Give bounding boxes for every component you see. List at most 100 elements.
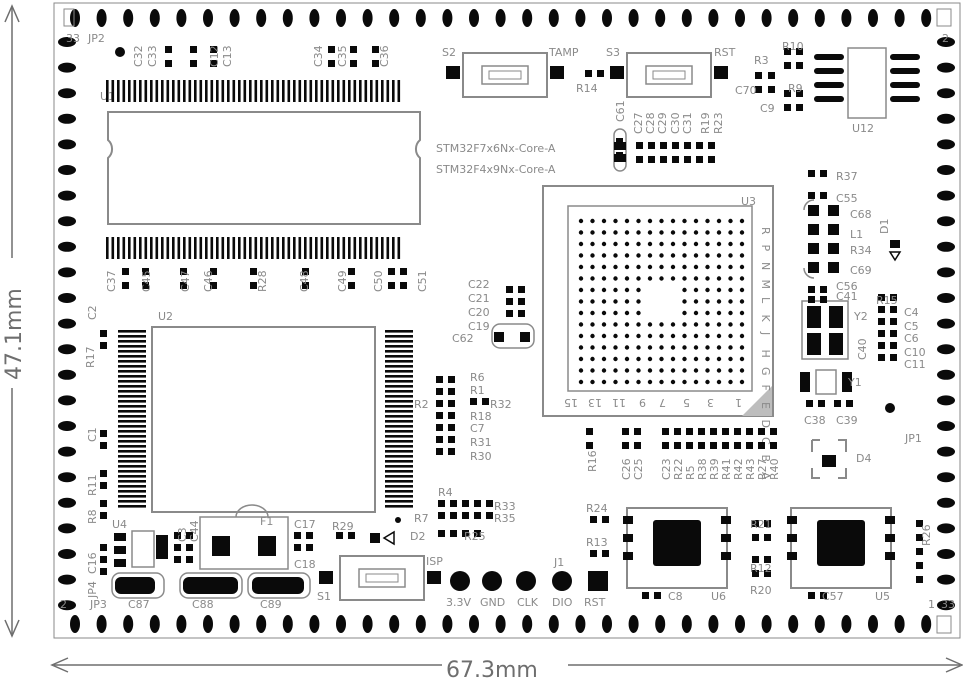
u3-bga-ball bbox=[659, 253, 664, 258]
smd-pad bbox=[142, 282, 149, 289]
u1-pin bbox=[150, 80, 153, 102]
u4-pad bbox=[114, 546, 126, 554]
smd-pad bbox=[348, 282, 355, 289]
u3-bga-ball bbox=[590, 287, 595, 293]
u2-pin-left bbox=[118, 380, 146, 383]
u1-pin bbox=[348, 80, 351, 102]
u2-label: U2 bbox=[158, 310, 173, 323]
right-header-pin bbox=[937, 216, 955, 227]
u1-pin bbox=[331, 80, 335, 102]
header-label: 33 bbox=[66, 32, 80, 45]
u3-bga-ball bbox=[601, 322, 607, 327]
smd-pad bbox=[372, 46, 379, 53]
smd-pad bbox=[294, 532, 301, 539]
u4-pad bbox=[114, 533, 126, 541]
u1-pin bbox=[265, 237, 269, 259]
left-header-pin bbox=[58, 600, 76, 611]
u3-bga-ball bbox=[716, 276, 722, 281]
u3-bga-ball bbox=[590, 310, 595, 316]
smd-pad bbox=[450, 530, 457, 537]
u3-bga-ball bbox=[590, 230, 595, 235]
u2-pin-right bbox=[385, 480, 413, 483]
u3-bga-ball bbox=[636, 310, 641, 316]
u2-pin-right bbox=[385, 375, 413, 378]
u3-label: U3 bbox=[741, 195, 756, 208]
smd-pad bbox=[796, 104, 803, 111]
smd-pad bbox=[462, 512, 469, 519]
smd-pad bbox=[506, 310, 513, 317]
pin-square-marker bbox=[936, 615, 952, 634]
u3-bga-ball bbox=[613, 356, 618, 362]
smd-pad bbox=[698, 442, 705, 449]
jp2-header-pin bbox=[389, 9, 400, 27]
u3-bga-ball bbox=[613, 310, 618, 316]
smd-pad bbox=[388, 282, 395, 289]
d4-pad bbox=[822, 455, 836, 467]
right-header-pin bbox=[937, 62, 955, 73]
u3-bga-ball bbox=[613, 345, 618, 350]
u3-row-label: K bbox=[759, 315, 772, 323]
u12-pin bbox=[814, 96, 844, 102]
s2-label: S2 bbox=[442, 46, 456, 59]
jp2-header-pin bbox=[70, 9, 80, 27]
component-label: R25 bbox=[464, 530, 486, 543]
u3-bga-ball bbox=[578, 241, 584, 247]
component-label: C62 bbox=[452, 332, 474, 345]
u2-pin-right bbox=[385, 435, 413, 438]
component-label: C39 bbox=[836, 414, 858, 427]
u2-pin-right bbox=[385, 430, 413, 433]
smd-pad bbox=[708, 142, 715, 149]
u1-pin bbox=[320, 237, 324, 259]
jp2-header-pin bbox=[628, 9, 639, 27]
u3-bga-ball bbox=[705, 299, 710, 304]
component-label: C36 bbox=[378, 45, 391, 67]
u2-pin-left bbox=[118, 415, 146, 418]
u3-bga-ball bbox=[670, 241, 676, 247]
smd-pad bbox=[710, 428, 717, 435]
u3-row-label: N bbox=[759, 262, 772, 270]
smd-pad bbox=[808, 170, 815, 177]
smd-pad bbox=[696, 142, 703, 149]
u3-bga-ball bbox=[578, 287, 584, 293]
smd-pad bbox=[482, 398, 489, 405]
u3-bga-ball bbox=[670, 356, 676, 362]
isp-label: ISP bbox=[426, 555, 443, 568]
component-label: D2 bbox=[410, 530, 425, 543]
u1-pin bbox=[353, 237, 357, 259]
u3-bga-ball bbox=[624, 253, 630, 258]
u1-pin bbox=[205, 80, 208, 102]
u2-pin-right bbox=[385, 475, 413, 478]
u2-pin-left bbox=[118, 465, 146, 468]
u1-pin bbox=[216, 80, 219, 102]
u3-row-label: G bbox=[759, 367, 772, 376]
u3-bga-ball bbox=[705, 230, 710, 235]
smd-pad bbox=[784, 90, 791, 97]
u3-bga-ball bbox=[613, 287, 618, 293]
component-label: C25 bbox=[632, 458, 645, 480]
u2-pin-right bbox=[385, 400, 413, 403]
u1-pin bbox=[172, 80, 175, 102]
reset-switch bbox=[626, 52, 712, 98]
u2-pin-right bbox=[385, 485, 413, 488]
smd-pad bbox=[916, 562, 923, 569]
u2-pin-left bbox=[118, 480, 146, 483]
u3-bga-ball bbox=[647, 218, 653, 224]
u2-pin-left bbox=[118, 425, 146, 428]
u3-bga-ball bbox=[659, 368, 664, 373]
smd-pad bbox=[186, 532, 193, 539]
smd-pad bbox=[590, 550, 597, 557]
smd-pad bbox=[462, 500, 469, 507]
u1-pin bbox=[370, 237, 373, 259]
u3-bga-ball bbox=[613, 368, 618, 373]
smd-pad bbox=[796, 90, 803, 97]
smd-pad bbox=[462, 530, 469, 537]
u3-bga-ball bbox=[647, 379, 653, 385]
component-label: C3 bbox=[176, 527, 189, 542]
jp2-header-pin bbox=[336, 9, 346, 27]
smd-pad bbox=[180, 268, 187, 275]
u3-bga-ball bbox=[624, 368, 630, 373]
u2-pin-left bbox=[118, 330, 146, 333]
jp1-header-pin bbox=[628, 615, 639, 633]
u6-pin bbox=[623, 516, 633, 524]
jp2-header-pin bbox=[362, 9, 373, 27]
